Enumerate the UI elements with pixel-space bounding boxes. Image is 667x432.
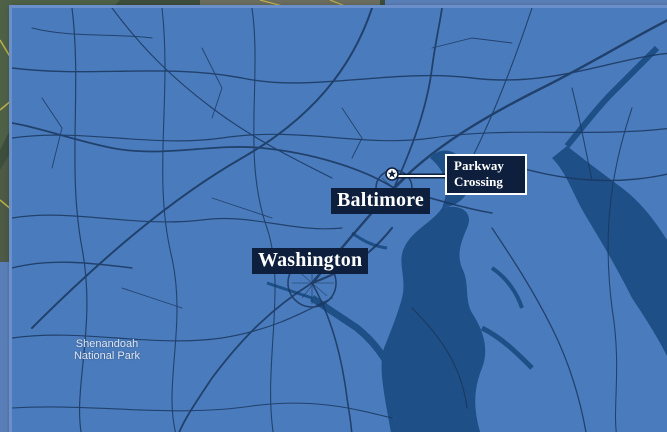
road-map — [12, 8, 667, 432]
park-label-line-2: National Park — [73, 350, 141, 362]
delaware-river — [564, 45, 660, 148]
callout-leader-line — [397, 173, 445, 179]
park-label-line-1: Shenandoah — [75, 338, 139, 350]
city-label-washington: Washington — [252, 248, 369, 274]
location-callout[interactable]: Parkway Crossing — [445, 154, 527, 195]
callout-line-1: Parkway — [454, 158, 504, 173]
star-in-circle-icon[interactable] — [385, 167, 399, 181]
callout-line-2: Crossing — [454, 174, 503, 189]
potomac-river — [310, 295, 394, 370]
road-map-panel[interactable] — [12, 8, 667, 432]
park-label-shenandoah: Shenandoah National Park — [62, 338, 152, 362]
city-label-baltimore: Baltimore — [331, 188, 430, 214]
delaware-bay — [552, 146, 667, 357]
